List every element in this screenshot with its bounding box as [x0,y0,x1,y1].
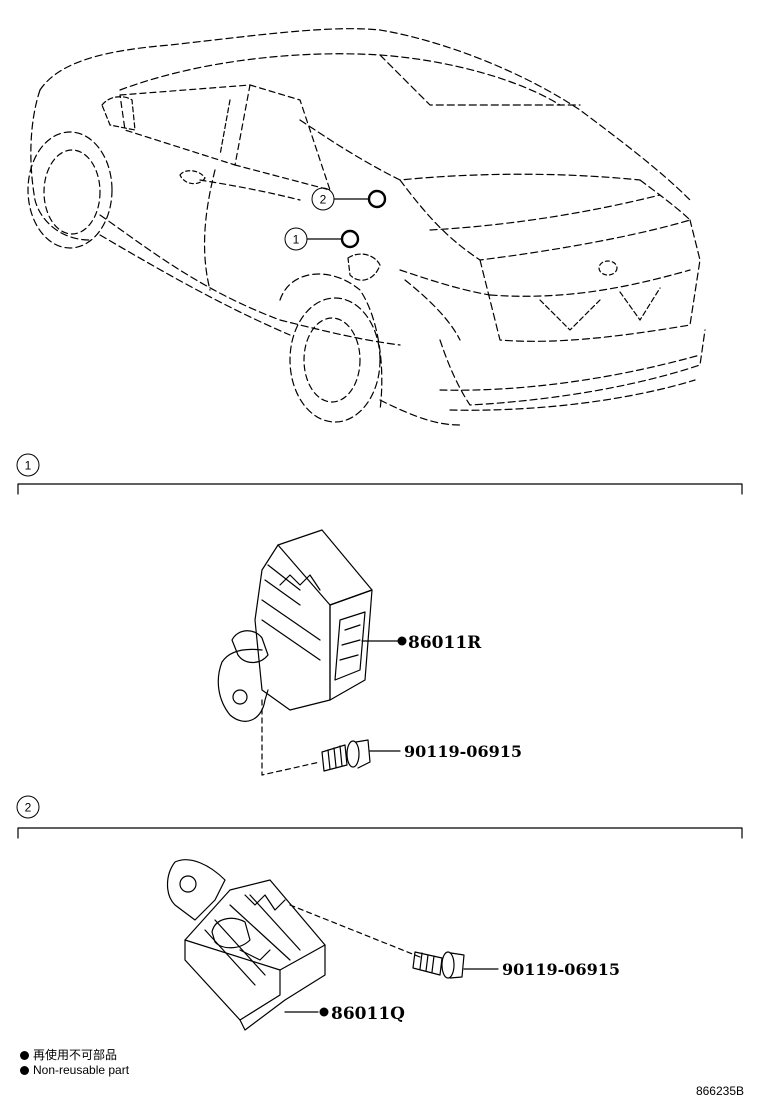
section-1-header [16,453,743,495]
callout-1 [284,227,360,251]
part-number-bolt-2: 90119-06915 [502,960,620,979]
section-2-header [16,795,743,839]
legend: 再使用不可部品 Non-reusable part [20,1048,129,1078]
legend-text-en: Non-reusable part [33,1063,130,1077]
bolt-2-drawing [412,951,465,979]
part-number-bolt-1: 90119-06915 [404,742,522,761]
legend-row-jp: 再使用不可部品 [20,1048,129,1063]
legend-row-en: Non-reusable part [20,1063,129,1078]
module-86011q-drawing [166,859,421,1031]
diagram-id: 866235B [695,1084,744,1098]
module-86011r-drawing [217,529,373,776]
section-1-number: 1 [25,459,32,473]
callout-1-number: 1 [293,233,300,247]
callout-2 [311,187,387,211]
filled-dot-icon [20,1051,29,1060]
part-number-86011q: 86011Q [331,1004,405,1024]
section-2-number: 2 [25,801,32,815]
callout-2-number: 2 [320,193,327,207]
leader-86011r [361,636,407,646]
car-illustration [27,28,706,426]
filled-dot-icon [20,1066,29,1075]
bolt-1-drawing [321,739,371,772]
leader-86011q [284,1007,329,1017]
part-number-86011r: 86011R [408,633,482,653]
legend-text-jp: 再使用不可部品 [33,1048,118,1062]
